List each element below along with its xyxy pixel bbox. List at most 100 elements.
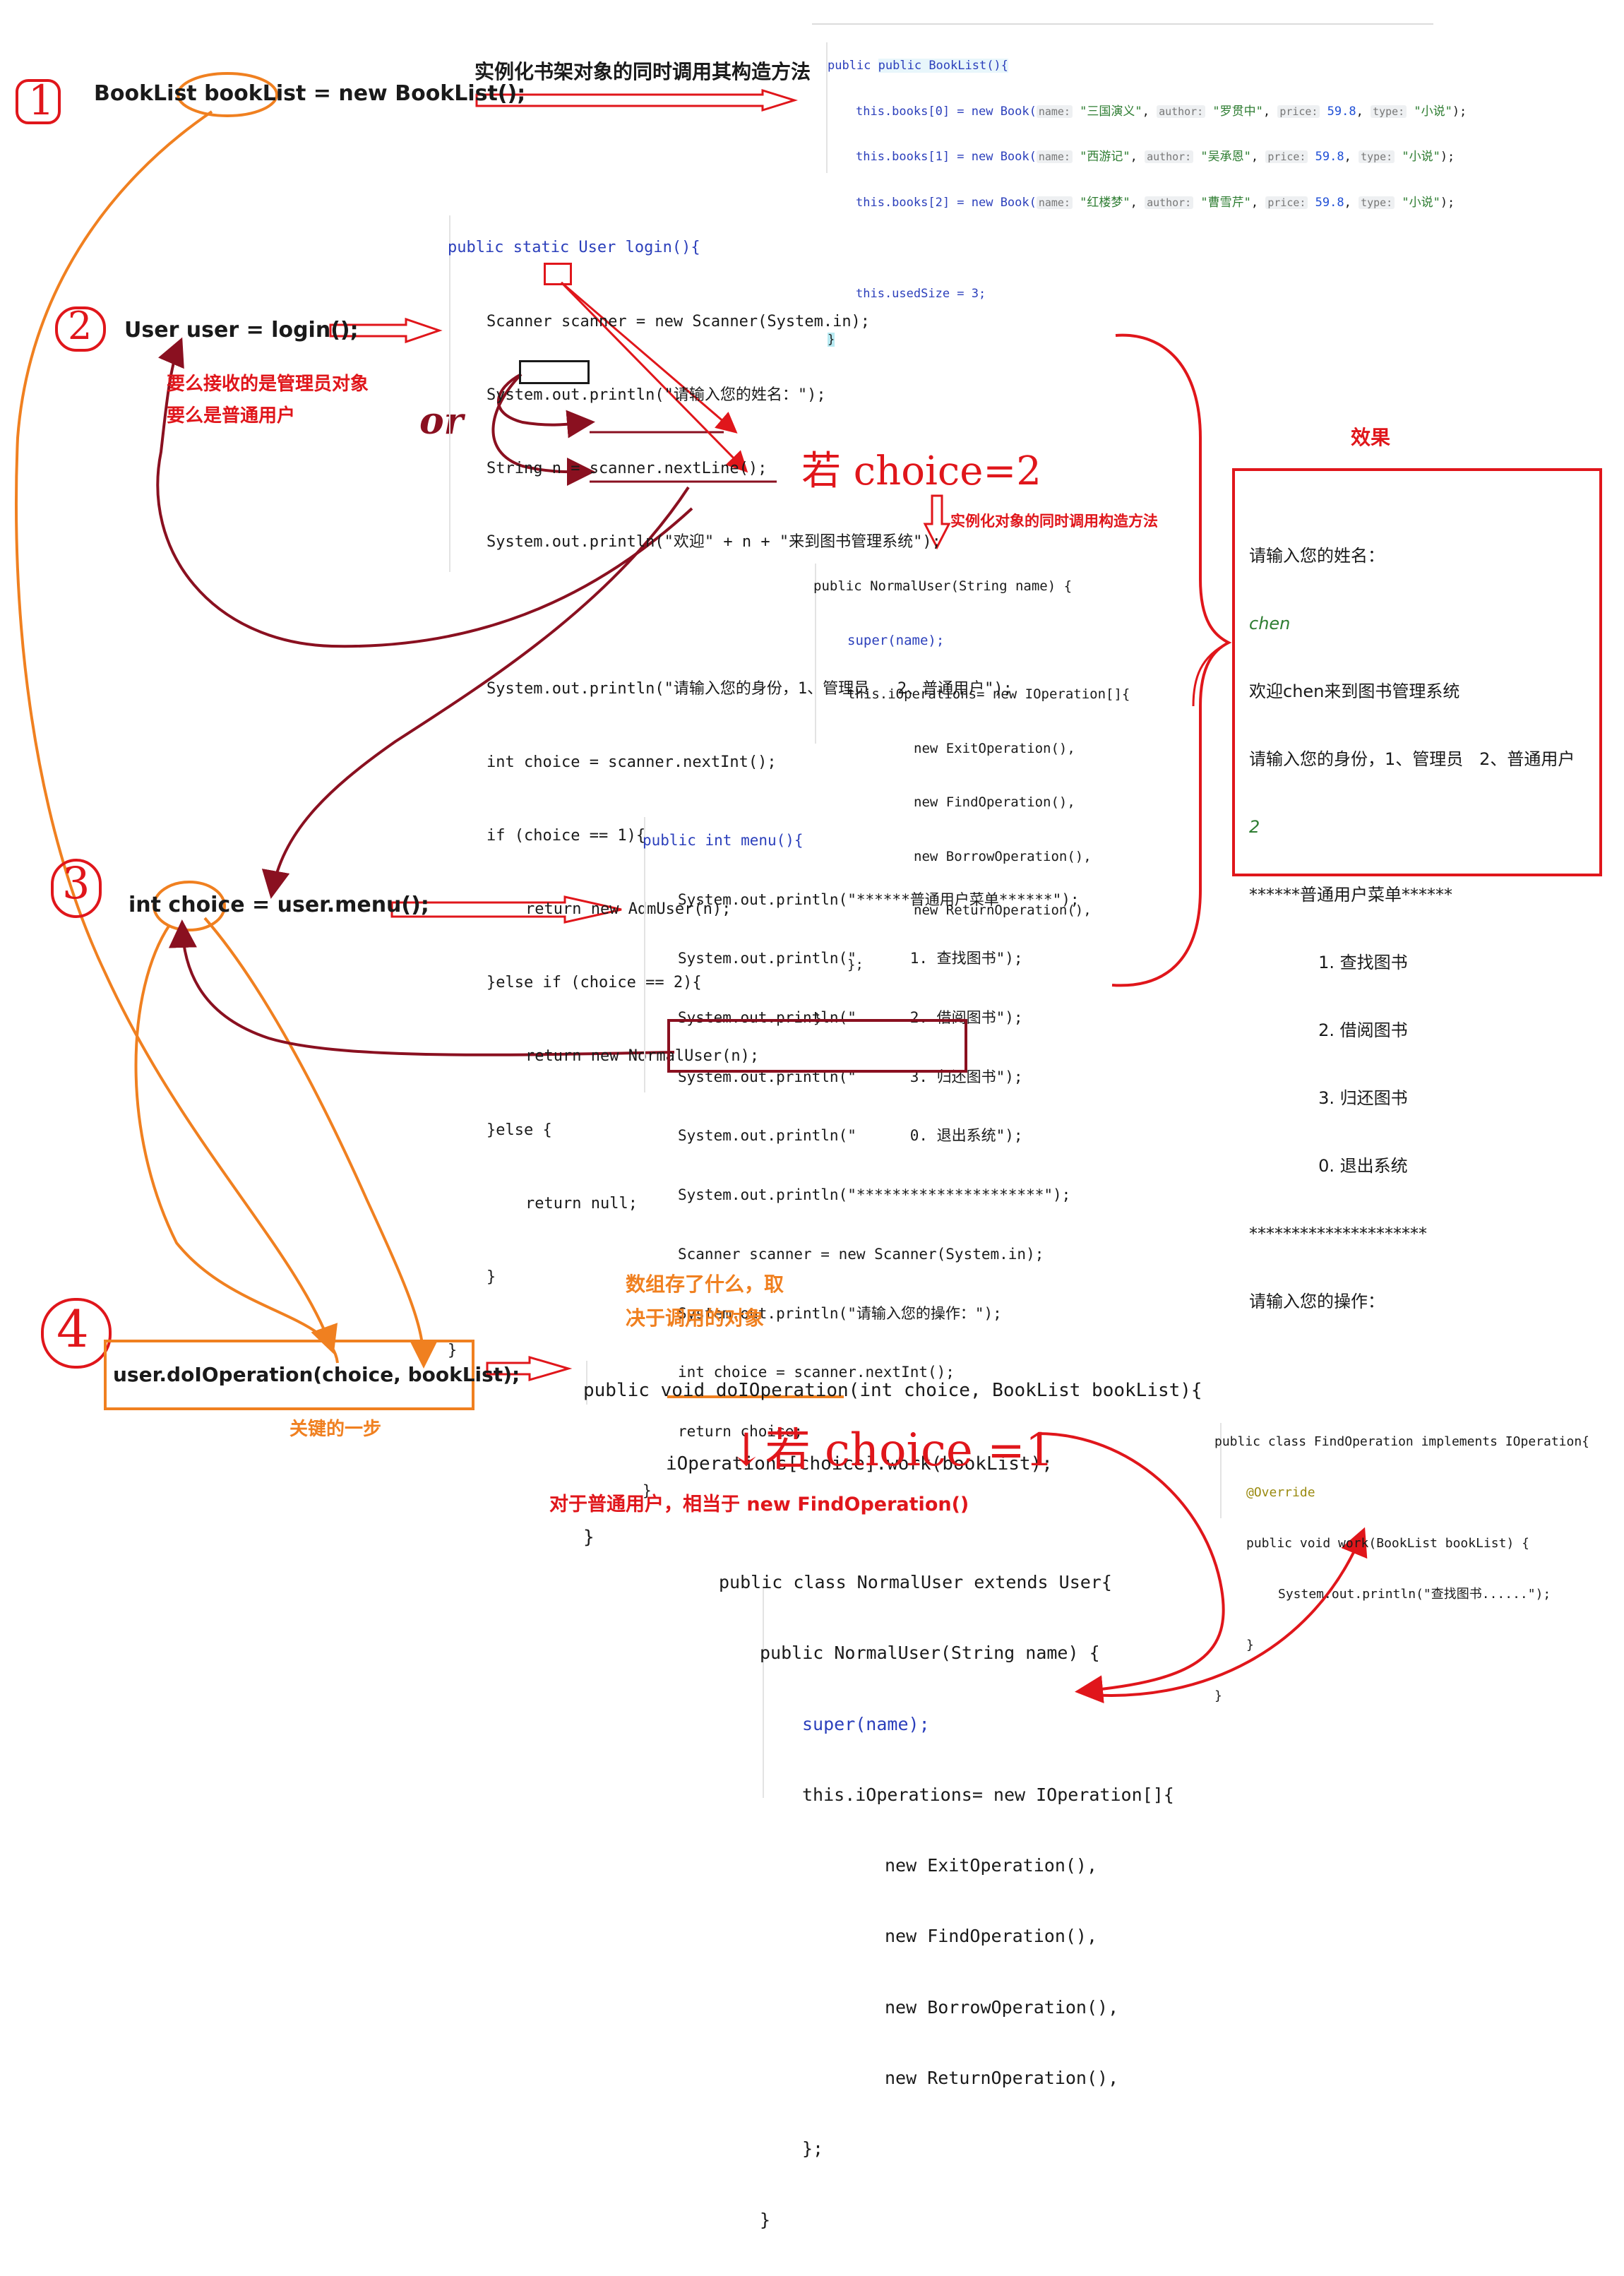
step4-statement-box [104,1340,474,1410]
code-line: Scanner scanner = new Scanner(System.in)… [678,1245,1044,1263]
console-line: 3. 归还图书 [1291,1088,1408,1108]
code-line: new FindOperation(), [914,794,1075,810]
step2-note-2: 要么是普通用户 [167,405,296,427]
code-line: new BorrowOperation(), [885,1996,1119,2018]
code-line: String n = scanner.nextLine(); [486,459,768,477]
code-line: System.out.println(" 0. 退出系统"); [678,1127,1023,1145]
code-line: System.out.println("******普通用户菜单******")… [678,890,1080,908]
console-line: 0. 退出系统 [1291,1156,1408,1176]
code-line: public class NormalUser extends User{ [719,1572,1112,1592]
code-line: new ReturnOperation(), [914,902,1092,918]
console-line: ********************* [1249,1224,1427,1244]
code-line: int choice = scanner.nextInt(); [678,1364,955,1381]
code-line: new ExitOperation(), [885,1855,1098,1876]
code-line: }else if (choice == 2){ [486,974,702,992]
code-line: System.out.println(" 1. 查找图书"); [678,950,1023,967]
step2-marker-circle [55,306,106,352]
array-note-2: 决于调用的对象 [626,1306,765,1330]
code-line: public void work(BookList bookList) { [1246,1536,1529,1551]
step2-statement: User user = login(); [124,318,359,342]
console-output-box: 请输入您的姓名： chen 欢迎chen来到图书管理系统 请输入您的身份，1、管… [1232,468,1602,1311]
code-line: }; [847,956,864,972]
normaluser-constructor-code: public NormalUser(String name) { super(n… [812,544,1179,1026]
code-line: this.iOperations= new IOperation[]{ [802,1784,1174,1805]
code-line: new ReturnOperation(), [885,2068,1119,2089]
code-line: new BorrowOperation(), [914,848,1092,864]
if-choice-1-label: ↓若 choice =1 [727,1424,1054,1477]
findoperation-class-code: public class FindOperation implements IO… [1214,1402,1617,1703]
code-line: new ExitOperation(), [914,740,1075,756]
code-line: super(name); [847,632,945,648]
console-line: chen [1249,614,1291,633]
effect-title: 效果 [1351,426,1391,449]
console-line: 2 [1249,817,1260,837]
step1-marker-circle [16,79,61,124]
code-line: Scanner scanner = new Scanner(System.in)… [486,312,871,330]
code-line: public BookList(){ [878,59,1008,73]
code-line: this.books[2] = new Book( [856,195,1037,210]
if-choice-2-label: 若 choice=2 [801,448,1041,494]
code-line: System.out.println("********************… [678,1186,1071,1204]
step4-statement: user.doIOperation(choice, bookList); [113,1363,520,1386]
code-line: }; [802,2138,824,2159]
key-step-note: 关键的一步 [289,1419,382,1440]
code-line: System.out.println("查找图书......"); [1278,1587,1551,1602]
code-line: return null; [525,1194,638,1213]
code-line: public class FindOperation implements IO… [1214,1434,1590,1449]
console-line: 欢迎chen来到图书管理系统 [1249,681,1460,701]
instantiate-note: 实例化对象的同时调用构造方法 [950,513,1158,530]
do-ioperation-code: public void doIOperation(int choice, Boo… [583,1333,1202,1548]
step3-statement: int choice = user.menu(); [129,893,429,917]
step1-statement: BookList bookList = new BookList(); [94,81,526,106]
code-line: this.usedSize = 3; [856,287,986,302]
console-line: 1. 查找图书 [1291,953,1408,972]
step1-marker: 1 [28,76,54,124]
code-line: super(name); [802,1713,930,1734]
normal-user-note: 对于普通用户，相当于 new FindOperation() [549,1494,969,1515]
normaluser-class-code: public class NormalUser extends User{ pu… [719,1527,1174,2230]
code-line: System.out.println("欢迎" + n + "来到图书管理系统"… [486,532,941,551]
step4-marker-circle [41,1298,112,1369]
code-line: } [1246,1638,1254,1652]
step3-marker: 3 [62,857,90,909]
code-line: } [486,1268,496,1286]
step1-note: 实例化书架对象的同时调用其构造方法 [474,60,811,83]
code-line: } [643,1482,652,1499]
code-line: this.books[1] = new Book( [856,150,1037,165]
n-highlight-box [544,263,572,285]
step2-marker: 2 [68,304,92,348]
step3-marker-circle [51,859,102,918]
console-line: 请输入您的姓名： [1249,546,1385,566]
code-line: public NormalUser(String name) { [813,578,1073,594]
console-line: 2. 借阅图书 [1291,1020,1408,1040]
code-line: System.out.println("请输入您的身份，1、管理员 2、普通用户… [486,679,1013,698]
code-line: System.out.println("请输入您的操作："); [678,1304,1002,1322]
return-choice-highlight-box [667,1019,967,1073]
login-method-code: public static User login(){ Scanner scan… [446,187,1053,1359]
code-line: return new AdmUser(n); [525,900,732,919]
console-line: ******普通用户菜单****** [1249,885,1452,905]
code-line: return choice; [678,1422,804,1440]
step4-marker: 4 [56,1299,89,1359]
code-line: public NormalUser(String name) { [760,1643,1100,1664]
code-line: }else { [486,1121,552,1139]
code-line: this.books[0] = new Book( [856,104,1037,119]
code-line: if (choice == 1){ [486,827,646,845]
code-line: System.out.println(" 2. 借阅图书"); [678,1009,1023,1027]
code-line: public int menu(){ [643,832,804,849]
code-line: } [583,1527,595,1548]
code-line: } [1214,1688,1222,1703]
code-line: } [448,1341,458,1359]
code-line: } [828,332,835,347]
code-line: @Override [1246,1485,1315,1500]
code-line: public static User login(){ [448,239,700,257]
console-line: 请输入您的身份，1、管理员 2、普通用户 [1249,749,1575,769]
code-line: return new NormalUser(n); [525,1047,760,1066]
code-line: public void doIOperation(int choice, Boo… [583,1380,1202,1401]
code-line: } [813,1011,822,1026]
code-line: int choice = scanner.nextInt(); [486,753,777,772]
annotation-arrows [14,72,1368,1704]
code-line: } [760,2209,771,2230]
code-line: System.out.println("请输入您的姓名："); [486,386,826,404]
choice-highlight-box [519,360,590,384]
